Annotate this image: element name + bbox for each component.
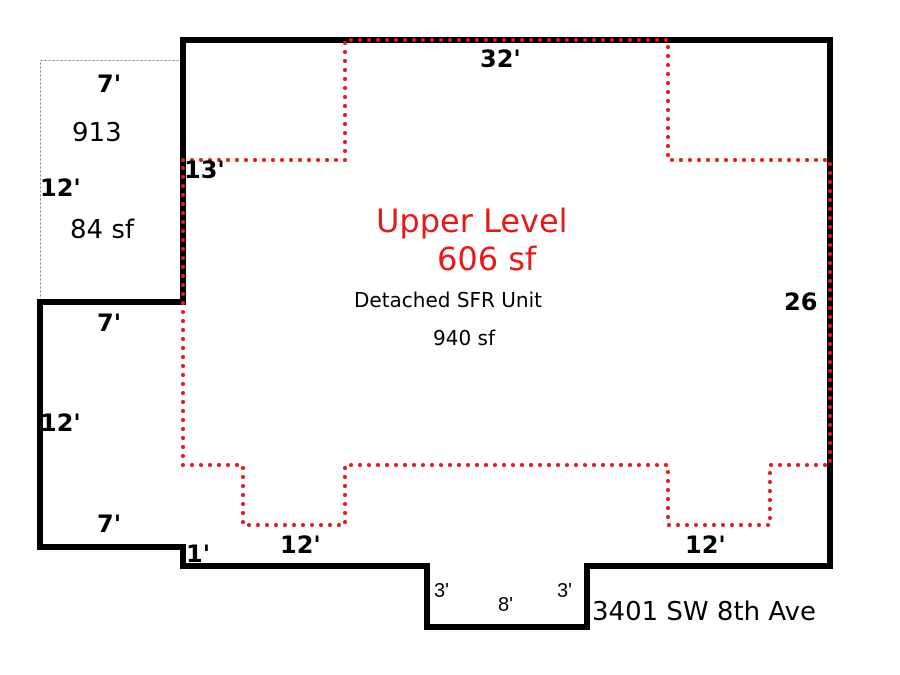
unit-area: 940 sf (433, 326, 495, 350)
annex-area: 84 sf (70, 215, 135, 245)
building-outline (37, 37, 833, 630)
annex-depth-label: 12' (40, 174, 81, 202)
unit-label: Detached SFR Unit (354, 288, 542, 312)
left-lower-bottom-dimension: 7' (97, 510, 122, 538)
left-lower-side-dimension: 12' (40, 409, 81, 437)
step-dimension: 1' (186, 540, 211, 568)
bottom-right-dimension: 12' (685, 531, 726, 559)
address: 3401 SW 8th Ave (592, 597, 817, 627)
bottom-left-dimension: 12' (280, 531, 321, 559)
top-dimension: 32' (480, 45, 521, 73)
bump-bottom-dimension: 8' (498, 594, 513, 616)
inner-left-dimension: 13' (184, 156, 225, 184)
left-lower-top-dimension: 7' (97, 309, 122, 337)
upper-level-title: Upper Level (376, 202, 568, 240)
upper-level-outline (181, 38, 832, 527)
upper-level-area: 606 sf (437, 240, 537, 278)
right-dimension: 26 (784, 288, 818, 316)
bump-left-dimension: 3' (434, 580, 449, 602)
annex-number: 913 (72, 118, 122, 148)
bump-right-dimension: 3' (557, 580, 572, 602)
annex-width-label: 7' (97, 70, 122, 98)
